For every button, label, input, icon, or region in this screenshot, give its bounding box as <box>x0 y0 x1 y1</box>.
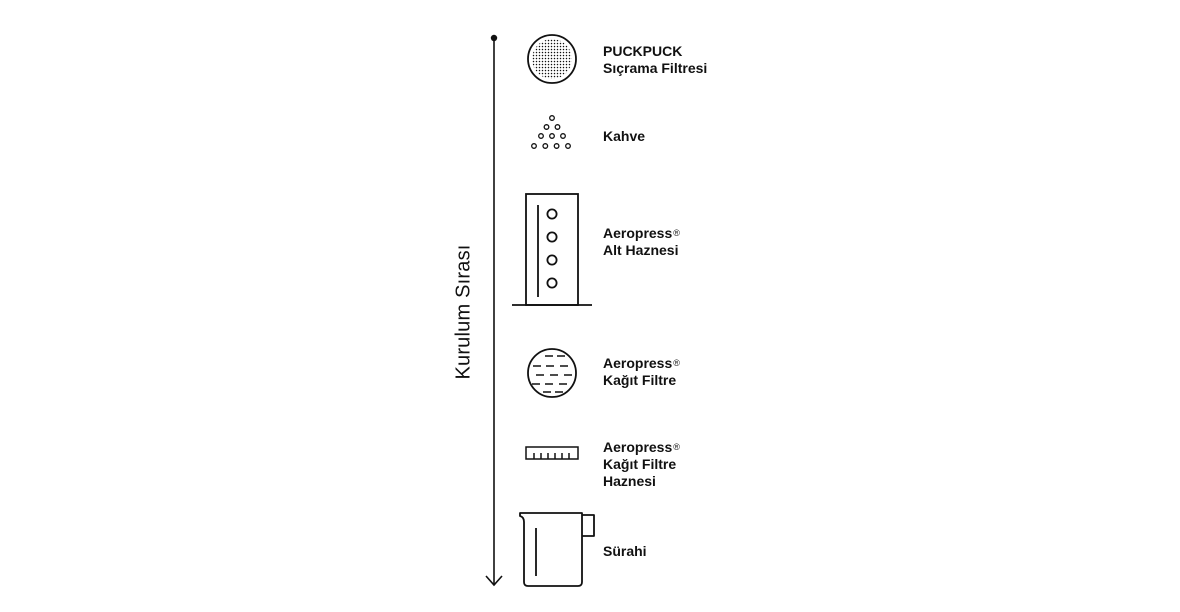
registered-mark: ® <box>673 442 680 452</box>
order-axis-arrow <box>485 34 503 587</box>
label-coffee: Kahve <box>603 128 645 145</box>
aeropress-chamber-icon <box>512 193 592 306</box>
label-filter-cap: Aeropress® Kağıt Filtre Haznesi <box>603 439 680 490</box>
coffee-grounds-icon <box>531 115 571 149</box>
label-jug: Sürahi <box>603 543 647 560</box>
brand-name: Aeropress <box>603 355 673 371</box>
label-paper-filter: Aeropress® Kağıt Filtre <box>603 355 680 389</box>
label-line: Sıçrama Filtresi <box>603 60 708 76</box>
jug-icon <box>519 512 595 587</box>
registered-mark: ® <box>673 228 680 238</box>
filter-cap-icon <box>525 446 579 460</box>
label-line: Alt Haznesi <box>603 242 679 258</box>
brand-name: Aeropress <box>603 439 673 455</box>
label-aeropress-chamber: Aeropress® Alt Haznesi <box>603 225 680 259</box>
paper-filter-icon <box>527 348 577 398</box>
label-line: Haznesi <box>603 473 656 489</box>
label-line: Aeropress® <box>603 225 680 242</box>
label-splash-filter: PUCKPUCK Sıçrama Filtresi <box>603 43 707 77</box>
label-line: PUCKPUCK <box>603 43 683 59</box>
label-line: Kağıt Filtre <box>603 372 677 388</box>
label-line: Kahve <box>603 128 646 144</box>
brand-name: Aeropress <box>603 225 673 241</box>
registered-mark: ® <box>673 358 680 368</box>
label-line: Sürahi <box>603 543 647 559</box>
label-line: Kağıt Filtre <box>603 456 677 472</box>
label-line: Aeropress® <box>603 439 680 456</box>
label-line: Aeropress® <box>603 355 680 372</box>
axis-label: Kurulum Sırası <box>452 244 475 380</box>
splash-filter-icon <box>527 34 577 84</box>
